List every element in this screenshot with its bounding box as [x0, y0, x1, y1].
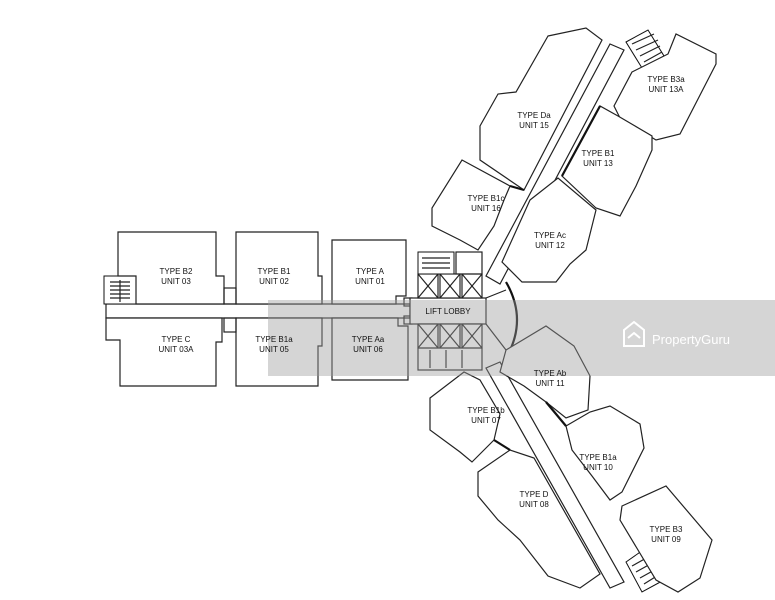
unit-03-number: UNIT 03: [161, 277, 191, 286]
unit-03a: [105, 317, 223, 387]
unit-10: [565, 405, 645, 501]
unit-06: [331, 317, 409, 381]
unit-09-number: UNIT 09: [651, 535, 681, 544]
unit-09-type: TYPE B3: [650, 525, 683, 534]
unit-01: [331, 239, 407, 305]
unit-07-number: UNIT 07: [471, 416, 501, 425]
unit-13: [561, 105, 653, 217]
unit-12-number: UNIT 12: [535, 241, 565, 250]
unit-13-type: TYPE B1: [582, 149, 615, 158]
unit-08: [477, 449, 601, 589]
unit-11-type: TYPE Ab: [534, 369, 567, 378]
unit-10-type: TYPE B1a: [579, 453, 617, 462]
unit-05-number: UNIT 05: [259, 345, 289, 354]
unit-13a: [613, 33, 717, 141]
unit-08-type: TYPE D: [520, 490, 549, 499]
unit-13a-type: TYPE B3a: [647, 75, 685, 84]
unit-15-type: TYPE Da: [517, 111, 551, 120]
northeast-wing: [431, 27, 717, 285]
lift-lobby-label: LIFT LOBBY: [425, 307, 471, 316]
unit-11: [499, 325, 591, 419]
labels: TYPE B2 UNIT 03 TYPE B1 UNIT 02 TYPE A U…: [159, 75, 686, 544]
unit-13a-number: UNIT 13A: [649, 85, 685, 94]
unit-13-number: UNIT 13: [583, 159, 613, 168]
unit-02-type: TYPE B1: [258, 267, 291, 276]
unit-10-number: UNIT 10: [583, 463, 613, 472]
unit-12-type: TYPE Ac: [534, 231, 566, 240]
west-stair: [103, 275, 137, 305]
unit-03a-type: TYPE C: [162, 335, 191, 344]
watermark-band: [268, 300, 775, 376]
watermark-text: PropertyGuru: [652, 332, 730, 347]
unit-07-type: TYPE B1b: [467, 406, 505, 415]
propertyguru-logo-icon: [623, 320, 645, 347]
unit-16: [431, 159, 511, 251]
unit-16-number: UNIT 16: [471, 204, 501, 213]
unit-06-type: TYPE Aa: [352, 335, 385, 344]
west-wing: [103, 231, 413, 387]
unit-01-number: UNIT 01: [355, 277, 385, 286]
unit-16-type: TYPE B1c: [468, 194, 505, 203]
core: [409, 251, 519, 371]
unit-03a-number: UNIT 03A: [159, 345, 195, 354]
unit-02-number: UNIT 02: [259, 277, 289, 286]
southeast-corridor: [485, 361, 625, 589]
unit-15-number: UNIT 15: [519, 121, 549, 130]
unit-09: [619, 485, 713, 593]
southeast-wing: [429, 325, 713, 593]
unit-15: [479, 27, 603, 191]
unit-11-number: UNIT 11: [535, 379, 565, 388]
unit-12: [501, 177, 597, 283]
unit-05-type: TYPE B1a: [255, 335, 293, 344]
unit-08-number: UNIT 08: [519, 500, 549, 509]
unit-05: [235, 317, 323, 387]
unit-06-number: UNIT 06: [353, 345, 383, 354]
unit-03-type: TYPE B2: [160, 267, 193, 276]
unit-01-type: TYPE A: [356, 267, 385, 276]
